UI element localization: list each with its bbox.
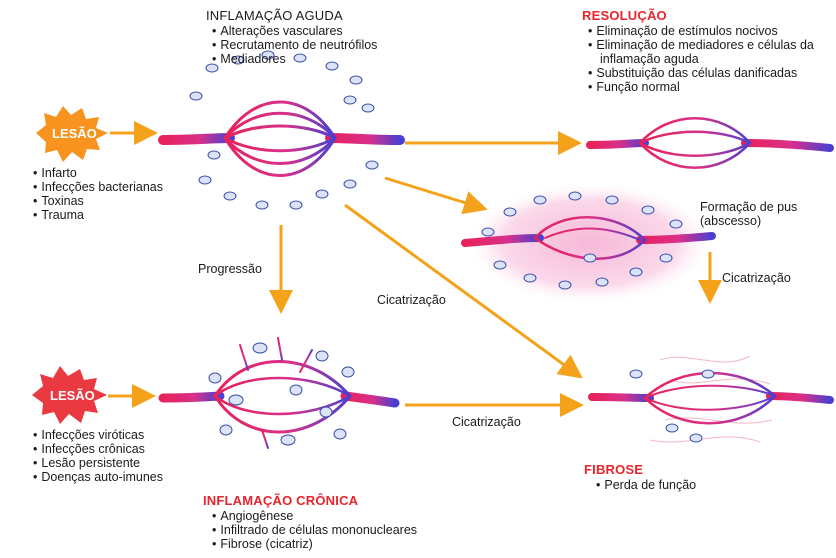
pus-label-line2: (abscesso) — [700, 214, 762, 228]
cause-item: Infecções bacterianas — [33, 180, 163, 194]
acute-vessel-network — [158, 100, 405, 177]
resolution-vessel-network — [586, 117, 834, 169]
injury-burst-top — [36, 106, 108, 162]
acute-item: Alterações vasculares — [212, 24, 377, 38]
cause-item: Doenças auto-imunes — [33, 470, 163, 484]
resolution-item-continuation: inflamação aguda — [600, 52, 699, 66]
fibrosis-illustration — [588, 355, 834, 443]
cause-item: Trauma — [33, 208, 163, 222]
chronic-mononuclear-cells — [208, 342, 355, 446]
resolution-list-2: Substituição das células danificadas Fun… — [588, 66, 797, 94]
injury-top-causes: Infarto Infecções bacterianas Toxinas Tr… — [33, 166, 163, 222]
progression-label: Progressão — [198, 262, 262, 276]
healing-label-bottom: Cicatrização — [452, 415, 521, 429]
healing-label-right: Cicatrização — [722, 271, 791, 285]
cause-item: Lesão persistente — [33, 456, 163, 470]
arrow-acute-to-abscess — [384, 176, 488, 215]
injury-burst-bottom — [32, 366, 107, 424]
acute-list: Alterações vasculares Recrutamento de ne… — [212, 24, 377, 66]
resolution-title: RESOLUÇÃO — [582, 8, 667, 23]
acute-item: Mediadores — [212, 52, 377, 66]
healing-label-diagonal: Cicatrização — [377, 293, 446, 307]
chronic-item: Infiltrado de células mononucleares — [212, 523, 417, 537]
abscess-illustration — [461, 181, 716, 305]
resolution-item: Eliminação de estímulos nocivos — [588, 24, 814, 38]
injury-top-label: LESÃO — [52, 126, 97, 141]
fibrosis-title: FIBROSE — [584, 462, 644, 477]
resolution-list: Eliminação de estímulos nocivos Eliminaç… — [588, 24, 814, 52]
cause-item: Toxinas — [33, 194, 163, 208]
arrow-acute-to-fibrosis — [344, 203, 583, 379]
fibrosis-list: Perda de função — [596, 478, 696, 492]
injury-bottom-causes: Infecções viróticas Infecções crônicas L… — [33, 428, 163, 484]
acute-item: Recrutamento de neutrófilos — [212, 38, 377, 52]
resolution-item: Função normal — [588, 80, 797, 94]
resolution-item: Eliminação de mediadores e células da — [588, 38, 814, 52]
flow-arrows — [108, 121, 722, 417]
injury-bottom-label: LESÃO — [50, 388, 95, 403]
resolution-item: Substituição das células danificadas — [588, 66, 797, 80]
chronic-item: Fibrose (cicatriz) — [212, 537, 417, 551]
cause-item: Infecções viróticas — [33, 428, 163, 442]
fibrosis-item: Perda de função — [596, 478, 696, 492]
chronic-item: Angiogênese — [212, 509, 417, 523]
acute-title: INFLAMAÇÃO AGUDA — [206, 8, 343, 23]
chronic-list: Angiogênese Infiltrado de células mononu… — [212, 509, 417, 551]
cause-item: Infarto — [33, 166, 163, 180]
pus-label-line1: Formação de pus — [700, 200, 798, 214]
chronic-title: INFLAMAÇÃO CRÔNICA — [203, 493, 359, 508]
chronic-vessel-network — [158, 337, 400, 449]
acute-neutrophils — [189, 50, 379, 210]
cause-item: Infecções crônicas — [33, 442, 163, 456]
